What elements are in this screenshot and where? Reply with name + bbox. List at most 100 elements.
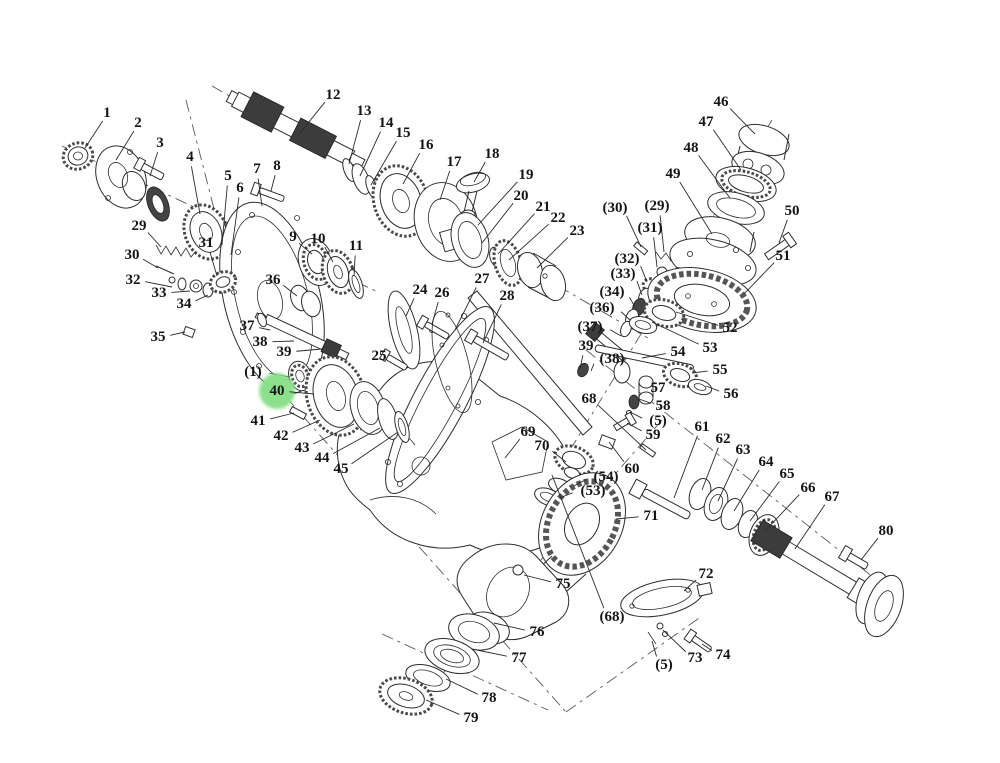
part-label-77[interactable]: 77 (512, 650, 528, 666)
part-label-49[interactable]: 49 (666, 166, 681, 182)
part-label-7[interactable]: 7 (253, 161, 261, 177)
part-label-31[interactable]: 31 (199, 235, 214, 251)
part-label-66[interactable]: 66 (801, 480, 817, 496)
part-label-79[interactable]: 79 (464, 710, 479, 726)
part-label-55[interactable]: 55 (713, 362, 728, 378)
part-label-59[interactable]: 59 (646, 427, 661, 443)
part-label-73[interactable]: 73 (688, 650, 703, 666)
part-label-68-2[interactable]: (68) (600, 609, 625, 625)
part-label-38[interactable]: 38 (253, 334, 268, 350)
part-label-80[interactable]: 80 (879, 523, 894, 539)
part-label-48[interactable]: 48 (684, 140, 699, 156)
part-label-17[interactable]: 17 (447, 154, 463, 170)
part-label-13[interactable]: 13 (357, 103, 372, 119)
part-label-8[interactable]: 8 (273, 158, 281, 174)
part-label-33-2[interactable]: (33) (611, 266, 636, 282)
part-label-74[interactable]: 74 (716, 647, 732, 663)
part-label-21[interactable]: 21 (536, 199, 551, 215)
part-label-5-3[interactable]: (5) (655, 657, 673, 673)
part-label-41[interactable]: 41 (251, 413, 266, 429)
part-label-24[interactable]: 24 (413, 282, 429, 298)
part-label-75[interactable]: 75 (556, 576, 571, 592)
part-label-47[interactable]: 47 (699, 114, 715, 130)
part-label-30[interactable]: 30 (125, 247, 140, 263)
part-label-20[interactable]: 20 (514, 188, 529, 204)
part-label-23[interactable]: 23 (570, 223, 585, 239)
part-label-10[interactable]: 10 (311, 231, 326, 247)
part-label-3[interactable]: 3 (156, 135, 164, 151)
part-label-26[interactable]: 26 (435, 285, 451, 301)
part-label-30-2[interactable]: (30) (603, 200, 628, 216)
part-label-40[interactable]: 40 (270, 383, 285, 399)
part-label-52[interactable]: 52 (723, 320, 738, 336)
part-label-9[interactable]: 9 (289, 229, 297, 245)
part-label-69[interactable]: 69 (521, 424, 536, 440)
part-label-11[interactable]: 11 (349, 238, 363, 254)
part-label-1[interactable]: 1 (103, 105, 111, 121)
part-label-12[interactable]: 12 (326, 87, 341, 103)
part-label-76[interactable]: 76 (530, 624, 546, 640)
part-label-5[interactable]: 5 (224, 168, 232, 184)
part-label-22[interactable]: 22 (551, 210, 566, 226)
part-label-32-2[interactable]: (32) (615, 251, 640, 267)
part-label-33[interactable]: 33 (152, 285, 167, 301)
part-label-29-2[interactable]: (29) (645, 198, 670, 214)
part-label-45[interactable]: 45 (334, 461, 349, 477)
part-label-57[interactable]: 57 (651, 380, 667, 396)
part-label-35[interactable]: 35 (151, 329, 166, 345)
part-label-1-2[interactable]: (1) (244, 364, 262, 380)
part-label-19[interactable]: 19 (519, 167, 534, 183)
part-label-6[interactable]: 6 (236, 180, 244, 196)
part-label-58[interactable]: 58 (656, 398, 671, 414)
part-label-43[interactable]: 43 (295, 440, 310, 456)
part-label-53[interactable]: 53 (703, 340, 718, 356)
part-label-54-2[interactable]: (54) (594, 469, 619, 485)
part-label-71[interactable]: 71 (644, 508, 659, 524)
part-label-61[interactable]: 61 (695, 419, 710, 435)
part-label-38-2[interactable]: (38) (600, 351, 625, 367)
part-label-68[interactable]: 68 (582, 391, 597, 407)
part-label-64[interactable]: 64 (759, 454, 775, 470)
washer-11 (348, 269, 364, 299)
part-label-34[interactable]: 34 (177, 296, 193, 312)
part-label-25[interactable]: 25 (372, 348, 387, 364)
part-label-29[interactable]: 29 (132, 218, 147, 234)
part-label-36-2[interactable]: (36) (590, 300, 615, 316)
part-label-15[interactable]: 15 (396, 125, 411, 141)
part-label-67[interactable]: 67 (825, 489, 841, 505)
part-label-56[interactable]: 56 (724, 386, 740, 402)
part-label-2[interactable]: 2 (134, 115, 142, 131)
part-label-51[interactable]: 51 (776, 248, 791, 264)
leader-line-30 (142, 258, 159, 269)
part-label-37[interactable]: 37 (240, 318, 256, 334)
part-label-60[interactable]: 60 (625, 461, 640, 477)
part-label-62[interactable]: 62 (716, 431, 731, 447)
part-label-31-2[interactable]: (31) (638, 220, 663, 236)
part-label-34-2[interactable]: (34) (600, 284, 625, 300)
part-label-65[interactable]: 65 (780, 466, 795, 482)
part-label-53-2[interactable]: (53) (581, 483, 606, 499)
part-label-37-2[interactable]: (37) (578, 319, 603, 335)
leader-line-65 (749, 481, 780, 522)
part-label-39-2[interactable]: 39 (579, 338, 594, 354)
part-label-27[interactable]: 27 (475, 271, 491, 287)
part-label-63[interactable]: 63 (736, 442, 751, 458)
part-label-4[interactable]: 4 (186, 149, 194, 165)
part-label-78[interactable]: 78 (482, 690, 497, 706)
part-label-44[interactable]: 44 (315, 450, 331, 466)
part-label-42[interactable]: 42 (274, 428, 289, 444)
part-label-39[interactable]: 39 (277, 344, 292, 360)
part-label-16[interactable]: 16 (419, 137, 435, 153)
part-label-14[interactable]: 14 (379, 115, 395, 131)
part-label-54[interactable]: 54 (671, 344, 687, 360)
spider-leg (613, 360, 631, 384)
part-label-32[interactable]: 32 (126, 272, 141, 288)
part-label-50[interactable]: 50 (785, 203, 800, 219)
part-label-46[interactable]: 46 (714, 94, 730, 110)
part-label-70[interactable]: 70 (535, 438, 550, 454)
part-label-5-2[interactable]: (5) (649, 413, 667, 429)
part-label-28[interactable]: 28 (500, 288, 515, 304)
part-label-18[interactable]: 18 (485, 146, 500, 162)
part-label-72[interactable]: 72 (699, 566, 714, 582)
part-label-36[interactable]: 36 (266, 272, 282, 288)
